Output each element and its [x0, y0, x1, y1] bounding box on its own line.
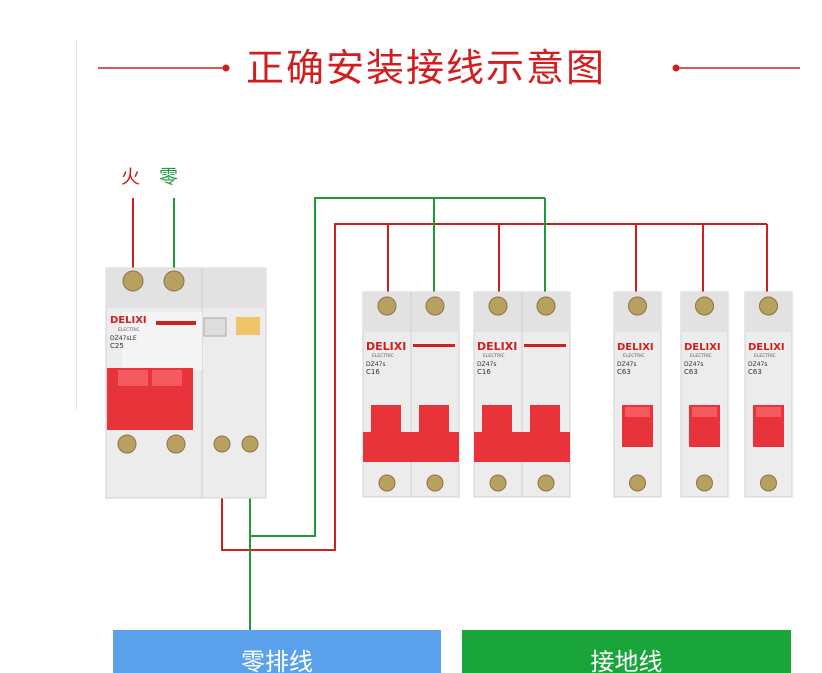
breaker-brand: DELIXI [748, 342, 785, 353]
bottom-terminal [378, 474, 396, 492]
breaker-rating: C63 [617, 368, 631, 376]
breaker-brand: DELIXI [684, 342, 721, 353]
live-main-output-wire [221, 223, 767, 551]
page-title: 正确安装接线示意图 [246, 46, 607, 90]
bottom-terminal [426, 474, 444, 492]
breaker-model: DZ47s [748, 361, 768, 368]
live-label: 火 [121, 166, 141, 188]
title-decoration [98, 64, 800, 72]
top-terminal [536, 296, 556, 316]
breaker-brand: DELIXI [477, 340, 517, 353]
breaker-rating: C16 [366, 368, 380, 376]
neutral-bus-wire [250, 197, 545, 537]
title-row: 正确安装接线示意图 [0, 40, 822, 100]
breaker-model: DZ47s [366, 361, 386, 368]
breaker-sub: ELECTRIC [623, 353, 645, 359]
breaker-rating: C63 [684, 368, 698, 376]
breaker-model: DZ47s [684, 361, 704, 368]
main-breaker-brand: DELIXI [110, 315, 147, 326]
main-breaker: DELIXI ELECTRIC DZ47sLE C25 [105, 267, 267, 499]
bottom-terminal [760, 474, 777, 492]
main-breaker-model: DZ47sLE [110, 335, 137, 342]
ground-bar: 接地线 [462, 630, 791, 673]
bottom-terminal [696, 474, 713, 492]
bottom-terminal [489, 474, 507, 492]
breaker-brand: DELIXI [617, 342, 654, 353]
breaker-sub: ELECTRIC [754, 353, 776, 359]
top-terminal [425, 296, 445, 316]
bottom-terminal [629, 474, 646, 492]
breaker-brand: DELIXI [366, 340, 406, 353]
left-divider [76, 40, 77, 410]
breaker-rating: C16 [477, 368, 491, 376]
breaker-sub: ELECTRIC [690, 353, 712, 359]
breaker-model: DZ47s [477, 361, 497, 368]
breaker-handle [474, 432, 570, 462]
breaker-sub: ELECTRIC [483, 353, 505, 359]
top-terminal [695, 296, 714, 316]
branch-breakers: DELIXIELECTRICDZ47sC16DELIXIELECTRICDZ47… [362, 291, 793, 498]
top-terminal [377, 296, 397, 316]
neutral-label: 零 [159, 166, 179, 188]
breaker-rating: C63 [748, 368, 762, 376]
top-terminal [628, 296, 647, 316]
ground-bar-label: 接地线 [590, 648, 663, 673]
breaker-model: DZ47s [617, 361, 637, 368]
top-terminal [488, 296, 508, 316]
breaker-sub: ELECTRIC [372, 353, 394, 359]
breaker-handle [363, 432, 459, 462]
bottom-terminal [537, 474, 555, 492]
top-terminal [759, 296, 778, 316]
neutral-bar: 零排线 [113, 630, 441, 673]
main-breaker-sub: ELECTRIC [118, 327, 140, 333]
neutral-bar-label: 零排线 [241, 648, 313, 673]
main-breaker-rating: C25 [110, 342, 124, 350]
